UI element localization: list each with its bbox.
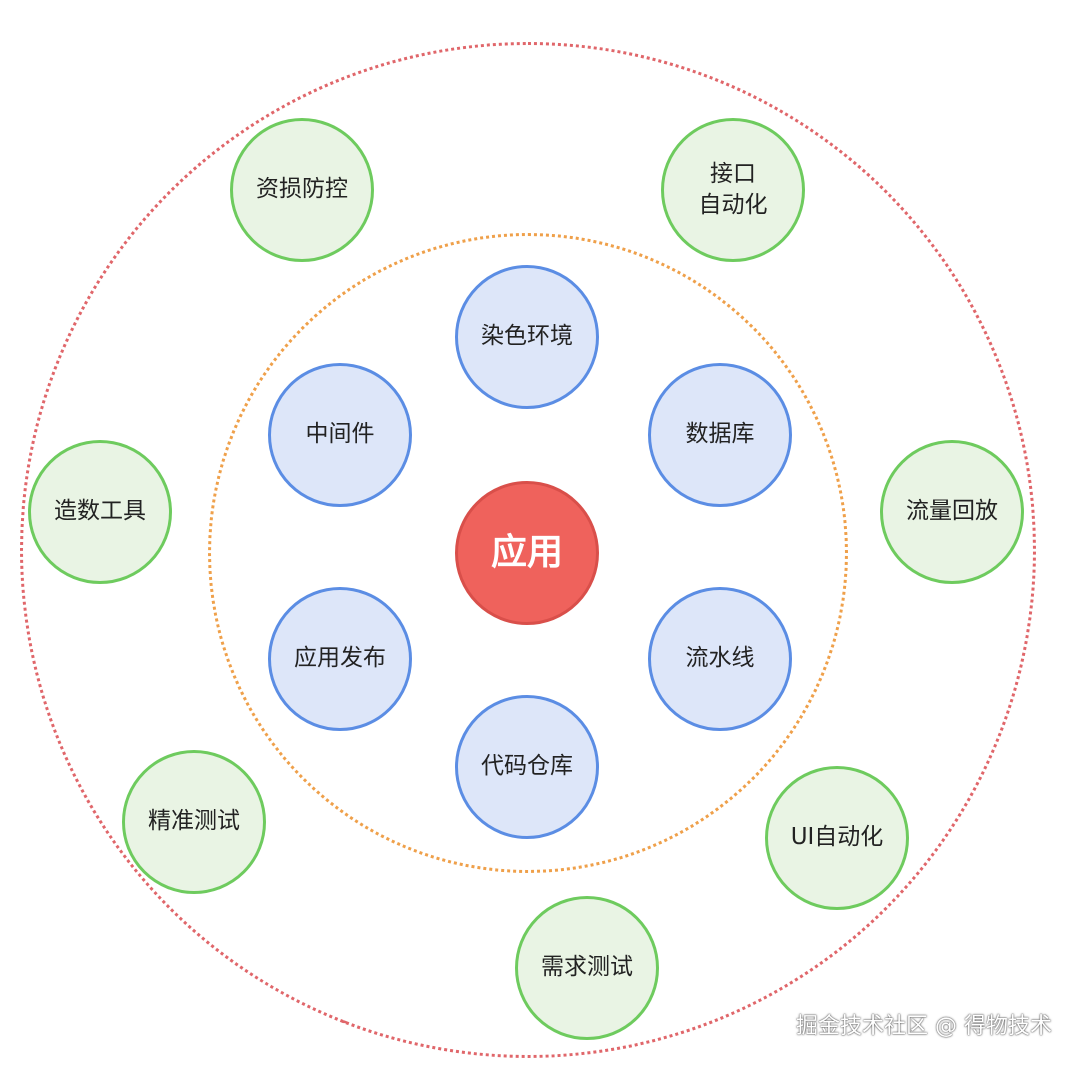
node-traffic-replay: 流量回放 [880,440,1024,584]
watermark-text: 掘金技术社区 @ 得物技术 [796,1014,1052,1039]
node-ui-automation: UI自动化 [765,766,909,910]
outer-dotted-ring [20,42,1036,1058]
node-requirement-testing: 需求测试 [515,896,659,1040]
inner-dotted-ring [208,233,848,873]
node-app-release: 应用发布 [268,587,412,731]
node-middleware: 中间件 [268,363,412,507]
node-asset-loss-control: 资损防控 [230,118,374,262]
node-center-application: 应用 [455,481,599,625]
node-pipeline: 流水线 [648,587,792,731]
node-precision-testing: 精准测试 [122,750,266,894]
node-dye-env: 染色环境 [455,265,599,409]
node-data-tool: 造数工具 [28,440,172,584]
node-code-repo: 代码仓库 [455,695,599,839]
node-database: 数据库 [648,363,792,507]
node-api-automation: 接口 自动化 [661,118,805,262]
